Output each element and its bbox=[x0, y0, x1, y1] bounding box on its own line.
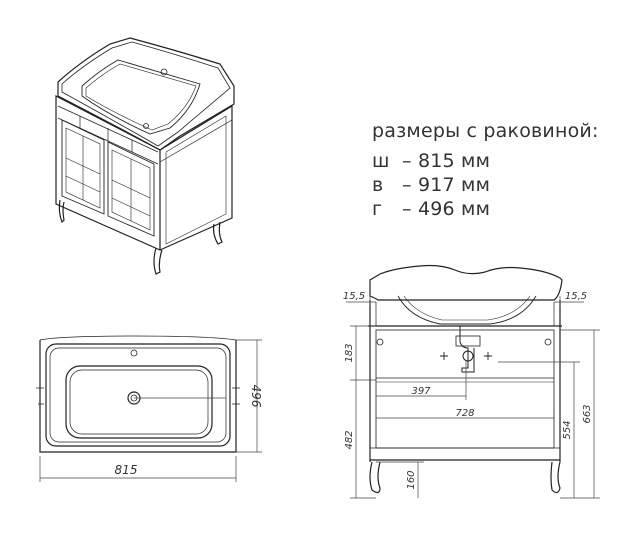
spec-value-width: – 815 мм bbox=[402, 150, 491, 172]
top-plan-view bbox=[36, 335, 240, 453]
spec-row-width: ш – 815 мм bbox=[372, 150, 490, 172]
dim-top-width: 815 bbox=[115, 463, 138, 477]
spec-key-depth: г bbox=[372, 198, 383, 220]
specs-title: размеры с раковиной: bbox=[372, 120, 599, 142]
front-view-dim-lines bbox=[346, 296, 600, 499]
spec-value-height: – 917 мм bbox=[402, 174, 491, 196]
dim-leg-height: 160 bbox=[406, 470, 417, 489]
dim-height-inner: 183 bbox=[344, 343, 355, 362]
dim-side-offset-left: 15,5 bbox=[343, 291, 365, 302]
dim-total-height: 663 bbox=[582, 404, 593, 423]
spec-key-width: ш bbox=[372, 150, 390, 172]
dim-body-height: 554 bbox=[562, 420, 573, 439]
front-elevation-view bbox=[368, 264, 563, 494]
dim-inner-width: 728 bbox=[455, 408, 474, 419]
spec-key-height: в bbox=[372, 174, 384, 196]
dim-top-depth: 496 bbox=[249, 385, 263, 408]
isometric-view bbox=[55, 37, 235, 275]
dim-lower-height: 482 bbox=[344, 430, 355, 449]
dim-drain-offset: 397 bbox=[411, 386, 431, 397]
spec-row-depth: г – 496 мм bbox=[372, 198, 490, 220]
dim-side-offset-right: 15,5 bbox=[565, 291, 587, 302]
top-view-dim-lines bbox=[39, 339, 262, 482]
spec-row-height: в – 917 мм bbox=[372, 174, 490, 196]
spec-value-depth: – 496 мм bbox=[402, 198, 491, 220]
